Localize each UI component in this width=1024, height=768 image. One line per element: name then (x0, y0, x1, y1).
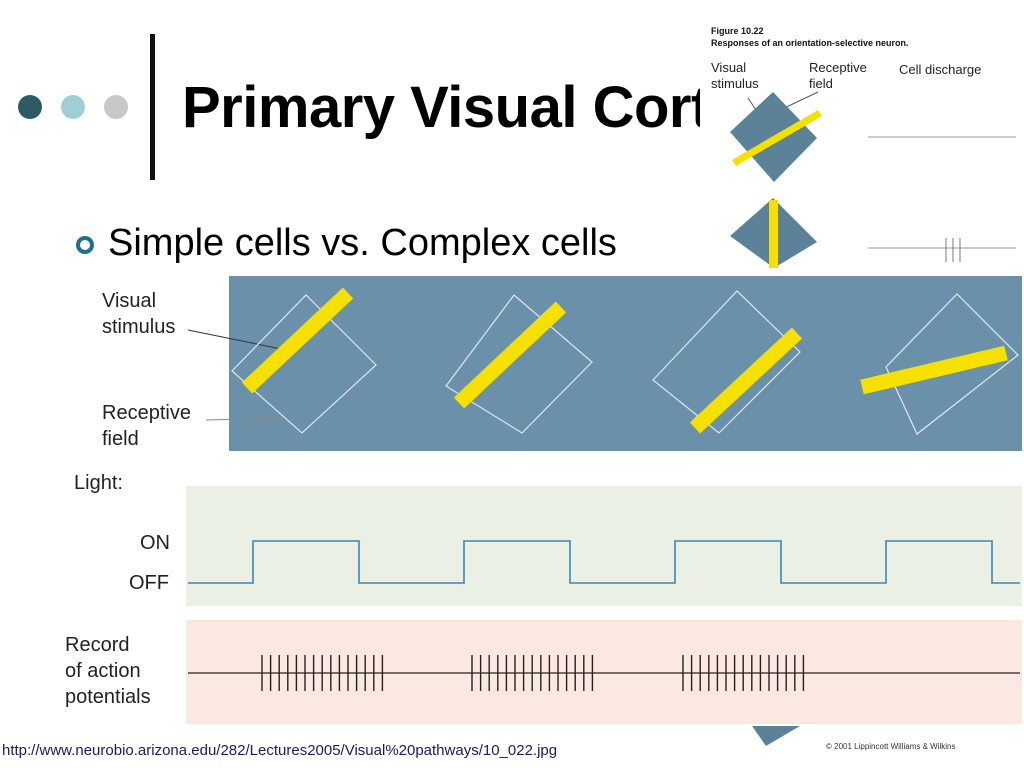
inset-diagram (730, 91, 1016, 268)
inset-label-discharge: Cell discharge (899, 62, 982, 77)
stimulus-bar (241, 287, 354, 394)
action-potential-spikes (261, 655, 805, 691)
label-record-1: Record (65, 634, 130, 656)
light-trace (188, 540, 1020, 584)
nav-dot-gray (104, 95, 128, 119)
receptive-field-outline (231, 294, 377, 434)
receptive-field-outline (885, 293, 1019, 435)
label-light: Light: (74, 472, 123, 494)
stimulus-bar (453, 301, 567, 409)
nav-dot-teal (61, 95, 85, 119)
label-receptive-field-2: field (102, 428, 139, 450)
title-divider (150, 34, 155, 180)
stimulus-bar (860, 345, 1008, 395)
inset-label-stimulus-1: Visual (711, 60, 747, 75)
source-url-link[interactable]: http://www.neurobio.arizona.edu/282/Lect… (2, 742, 558, 759)
label-on: ON (140, 532, 170, 554)
inset-label-stimulus-2: stimulus (711, 76, 759, 91)
inset-stimulus-bar-2 (769, 200, 778, 268)
label-off: OFF (129, 572, 169, 594)
pointer-receptive-field (205, 417, 283, 421)
bullet-text: Simple cells vs. Complex cells (108, 222, 617, 264)
pointer-visual-stimulus (187, 329, 287, 351)
inset-stimulus-bar-1 (732, 110, 822, 166)
label-record-2: of action (65, 660, 141, 682)
inset-label-field-2: field (809, 76, 833, 91)
inset-label-field-1: Receptive (809, 60, 867, 75)
receptive-field-outline (445, 294, 593, 434)
slide-title: Primary Visual Cortex (182, 75, 774, 140)
nav-dot-dark (18, 95, 42, 119)
inset-figure: Figure 10.22 Responses of an orientation… (700, 22, 1020, 268)
receptive-field-outline (652, 290, 801, 434)
light-trace-area (186, 486, 1022, 606)
label-receptive-field-1: Receptive (102, 402, 191, 424)
record-area (186, 620, 1022, 724)
stimulus-bar (689, 327, 803, 434)
label-visual-stimulus-1: Visual (102, 290, 157, 312)
bullet-icon (76, 236, 94, 254)
inset-figure-caption: Responses of an orientation-selective ne… (711, 38, 909, 48)
label-record-3: potentials (65, 686, 151, 708)
inset-copyright: © 2001 Lippincott Williams & Wilkins (826, 742, 956, 751)
label-visual-stimulus-2: stimulus (102, 316, 176, 338)
inset-triangle-fragment (752, 726, 800, 746)
inset-figure-number: Figure 10.22 (711, 26, 764, 36)
